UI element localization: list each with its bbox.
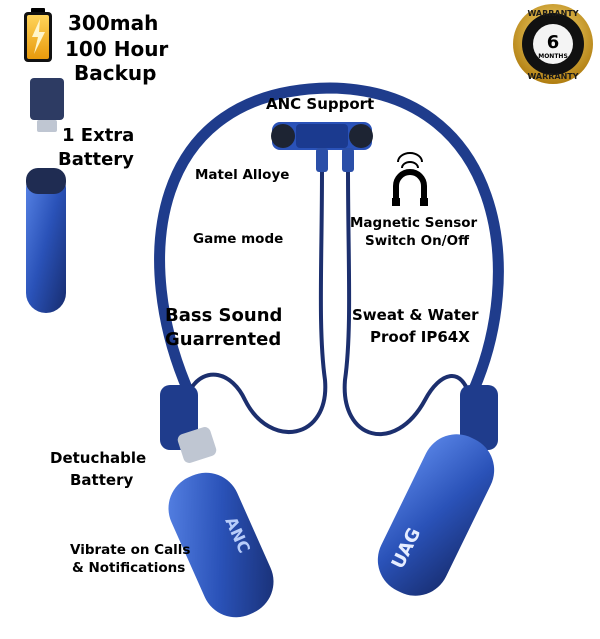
detachable-battery-label-line2: Battery bbox=[70, 471, 134, 489]
right-neck-module bbox=[460, 385, 498, 450]
magnetic-sensor-label-line2: Switch On/Off bbox=[365, 233, 470, 249]
warranty-number: 6 bbox=[547, 32, 560, 53]
battery-icon bbox=[24, 8, 52, 62]
backup-label-line2: Backup bbox=[74, 61, 157, 85]
extra-battery-label-line2: Battery bbox=[58, 149, 134, 170]
warranty-bottom-text: WARRANTY bbox=[527, 72, 578, 81]
game-mode-label: Game mode bbox=[193, 231, 284, 247]
extra-battery-pod bbox=[26, 168, 66, 313]
earbuds bbox=[271, 122, 373, 172]
metal-alloy-label: Matel Alloye bbox=[195, 167, 290, 183]
left-neck-module bbox=[160, 385, 217, 463]
sweat-proof-label-line1: Sweat & Water bbox=[352, 306, 479, 324]
backup-label-line1: 100 Hour bbox=[65, 37, 169, 61]
battery-capacity-label: 300mah bbox=[68, 11, 159, 35]
magnet-icon bbox=[392, 152, 428, 206]
warranty-top-text: WARRANTY bbox=[527, 9, 578, 18]
neckband-loop bbox=[154, 82, 504, 404]
right-cable bbox=[342, 169, 472, 437]
warranty-unit: MONTHS bbox=[538, 53, 568, 60]
warranty-badge-icon: WARRANTY WARRANTY 6 MONTHS bbox=[513, 4, 593, 84]
bass-sound-label-line2: Guarrented bbox=[165, 329, 282, 350]
right-battery-pod: UAG bbox=[377, 434, 495, 596]
detachable-battery-label-line1: Detuchable bbox=[50, 449, 147, 467]
sweat-proof-label-line2: Proof IP64X bbox=[370, 328, 470, 346]
left-battery-pod: ANC bbox=[168, 472, 274, 618]
vibrate-label-line2: & Notifications bbox=[72, 560, 186, 576]
vibrate-label-line1: Vibrate on Calls bbox=[70, 542, 191, 558]
extra-battery-label-line1: 1 Extra bbox=[62, 125, 135, 146]
extra-battery-connector bbox=[30, 78, 64, 132]
anc-support-label: ANC Support bbox=[266, 95, 375, 113]
magnetic-sensor-label-line1: Magnetic Sensor bbox=[350, 215, 478, 231]
bass-sound-label-line1: Bass Sound bbox=[165, 305, 283, 326]
left-cable bbox=[188, 169, 328, 435]
